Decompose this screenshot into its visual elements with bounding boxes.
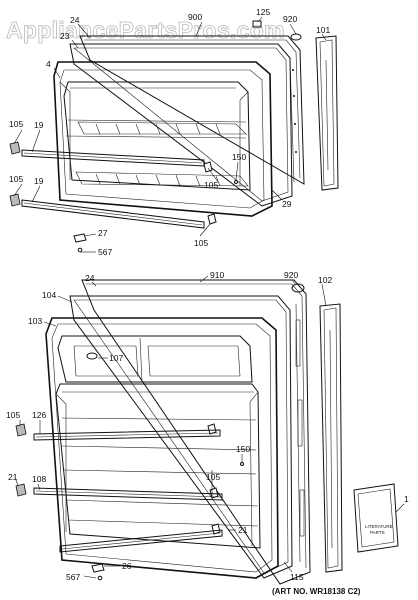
callout-105-e: 105 xyxy=(6,410,20,420)
part-567-bottom xyxy=(97,575,103,581)
fresh-food-door-liner xyxy=(45,317,279,579)
callout-126: 126 xyxy=(32,410,46,420)
callout-107: 107 xyxy=(109,353,123,363)
part-920-top xyxy=(290,33,302,41)
fresh-food-outer-door xyxy=(81,279,311,585)
literature-label-line1: LITERATURE xyxy=(365,524,393,529)
callout-105-a: 105 xyxy=(9,119,23,129)
freezer-bar-end-left-top xyxy=(9,141,21,155)
freezer-handle-trim xyxy=(315,35,339,191)
callout-29: 29 xyxy=(282,199,292,209)
fresh-food-callouts: 24 910 920 102 104 103 107 105 126 150 1… xyxy=(6,270,409,582)
callout-105-d: 105 xyxy=(194,238,208,248)
callout-26: 26 xyxy=(122,561,132,571)
part-920-bottom xyxy=(291,283,305,293)
freezer-upper-shelf xyxy=(77,121,247,135)
fresh-food-shelf-bars xyxy=(33,429,223,553)
part-125 xyxy=(252,20,262,28)
callout-21-b: 21 xyxy=(238,525,248,535)
part-26 xyxy=(91,563,105,573)
callout-102: 102 xyxy=(318,275,332,285)
callout-23: 23 xyxy=(60,31,70,41)
fresh-bar-end-105 xyxy=(15,423,27,437)
leader-lines xyxy=(13,16,405,579)
freezer-bar-upper xyxy=(21,149,205,167)
freezer-shelf-bracket xyxy=(203,161,213,173)
fresh-food-door-assembly xyxy=(45,279,311,585)
callout-150-top: 150 xyxy=(232,152,246,162)
fresh-bracket-3 xyxy=(211,523,221,535)
fresh-food-bar-ends xyxy=(15,423,27,497)
callout-105-c: 105 xyxy=(9,174,23,184)
freezer-liner-cavity xyxy=(63,81,251,191)
freezer-lower-shelf xyxy=(75,171,249,187)
callout-150-b: 150 xyxy=(236,444,250,454)
callout-101: 101 xyxy=(316,25,330,35)
callout-920-top: 920 xyxy=(283,14,297,24)
freezer-pin xyxy=(234,180,238,184)
literature-label-line2: PARTS xyxy=(370,530,385,535)
fresh-pin xyxy=(240,462,244,466)
freezer-outer-door xyxy=(79,35,305,185)
callout-27: 27 xyxy=(98,228,108,238)
callout-567-top: 567 xyxy=(98,247,112,257)
freezer-shelf-bars xyxy=(21,149,205,229)
fresh-bar-1 xyxy=(33,429,221,441)
callout-920-b: 920 xyxy=(284,270,298,280)
freezer-door-liner xyxy=(53,61,273,217)
dairy-compartment xyxy=(57,335,253,383)
callout-1: 1 xyxy=(404,494,409,504)
callout-910: 910 xyxy=(210,270,224,280)
freezer-callouts: 24 900 125 920 23 101 4 105 19 150 105 1… xyxy=(9,7,330,257)
freezer-shelf-bracket-lower xyxy=(207,213,217,225)
dairy-door-knob xyxy=(86,352,98,360)
fresh-bar-3 xyxy=(59,529,223,553)
callout-900: 900 xyxy=(188,12,202,22)
callout-24-b: 24 xyxy=(85,273,95,283)
freezer-bar-end-left-bottom xyxy=(9,193,21,207)
fresh-food-door-slots xyxy=(295,319,305,537)
callout-19-a: 19 xyxy=(34,120,44,130)
callout-24: 24 xyxy=(70,15,80,25)
fresh-food-gasket xyxy=(69,295,293,579)
callout-104: 104 xyxy=(42,290,56,300)
literature-booklet: LITERATURE PARTS xyxy=(353,483,399,553)
callout-105-f: 105 xyxy=(206,472,220,482)
callout-21-a: 21 xyxy=(8,472,18,482)
freezer-outer-door-edge xyxy=(84,39,301,179)
callout-103: 103 xyxy=(28,316,42,326)
part-567-top xyxy=(77,247,83,253)
fresh-food-handle-trim xyxy=(319,303,343,573)
freezer-gasket xyxy=(69,43,293,207)
callout-19-b: 19 xyxy=(34,176,44,186)
freezer-door-assembly xyxy=(53,35,305,225)
callout-125: 125 xyxy=(256,7,270,17)
freezer-bar-lower xyxy=(21,199,205,229)
freezer-door-rivets xyxy=(292,69,297,153)
callout-115: 115 xyxy=(290,572,304,582)
part-27 xyxy=(73,233,87,243)
callout-4: 4 xyxy=(46,59,51,69)
fresh-bar-2 xyxy=(33,487,223,501)
art-number: (ART NO. WR18138 C2) xyxy=(272,587,361,596)
watermark-text: AppliancePartsPros.com xyxy=(6,17,285,43)
fresh-bracket-1 xyxy=(207,423,217,435)
callout-105-b: 105 xyxy=(204,180,218,190)
callout-108: 108 xyxy=(32,474,46,484)
fresh-bar-end-21 xyxy=(15,483,27,497)
freezer-bar-ends xyxy=(9,141,21,207)
callout-567-b: 567 xyxy=(66,572,80,582)
